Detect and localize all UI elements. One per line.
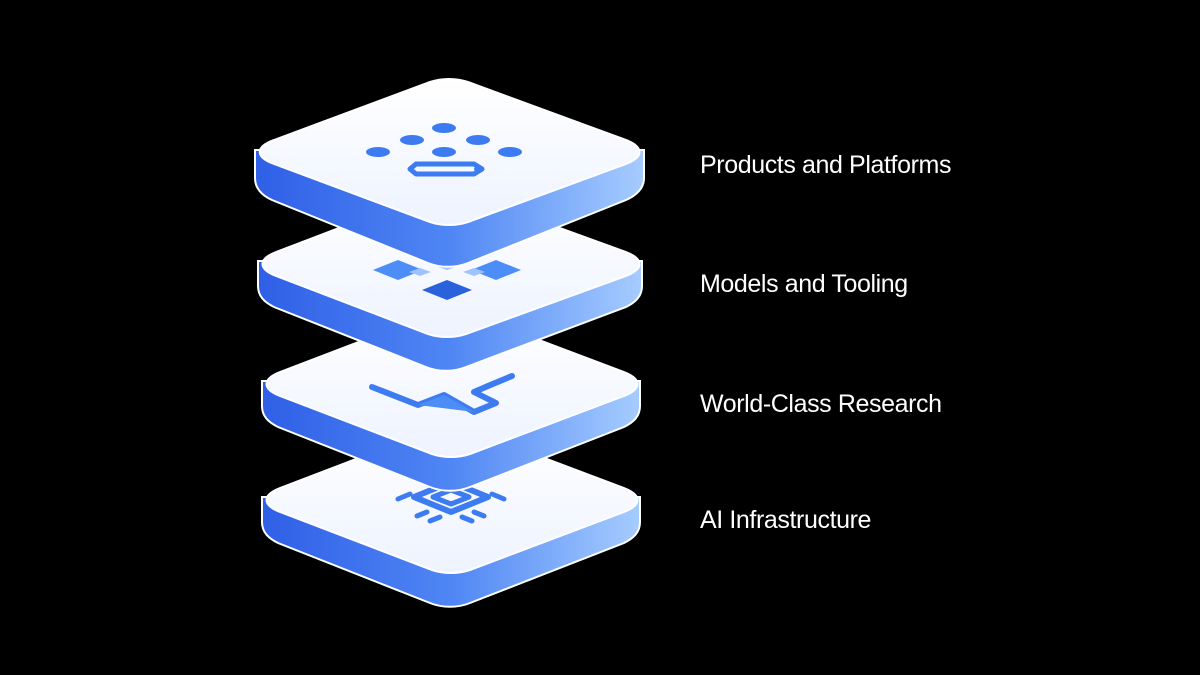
label-world-class-research: World-Class Research (700, 390, 942, 418)
label-models-and-tooling: Models and Tooling (700, 270, 908, 298)
gemini-dots-icon (366, 123, 522, 177)
flask-icon (369, 373, 515, 415)
layer-ai-infrastructure (261, 426, 641, 608)
layer-products-and-platforms (254, 78, 645, 268)
layer-world-class-research (261, 310, 641, 492)
label-ai-infrastructure: AI Infrastructure (700, 506, 872, 534)
chip-icon (395, 470, 507, 524)
label-products-and-platforms: Products and Platforms (700, 151, 952, 179)
